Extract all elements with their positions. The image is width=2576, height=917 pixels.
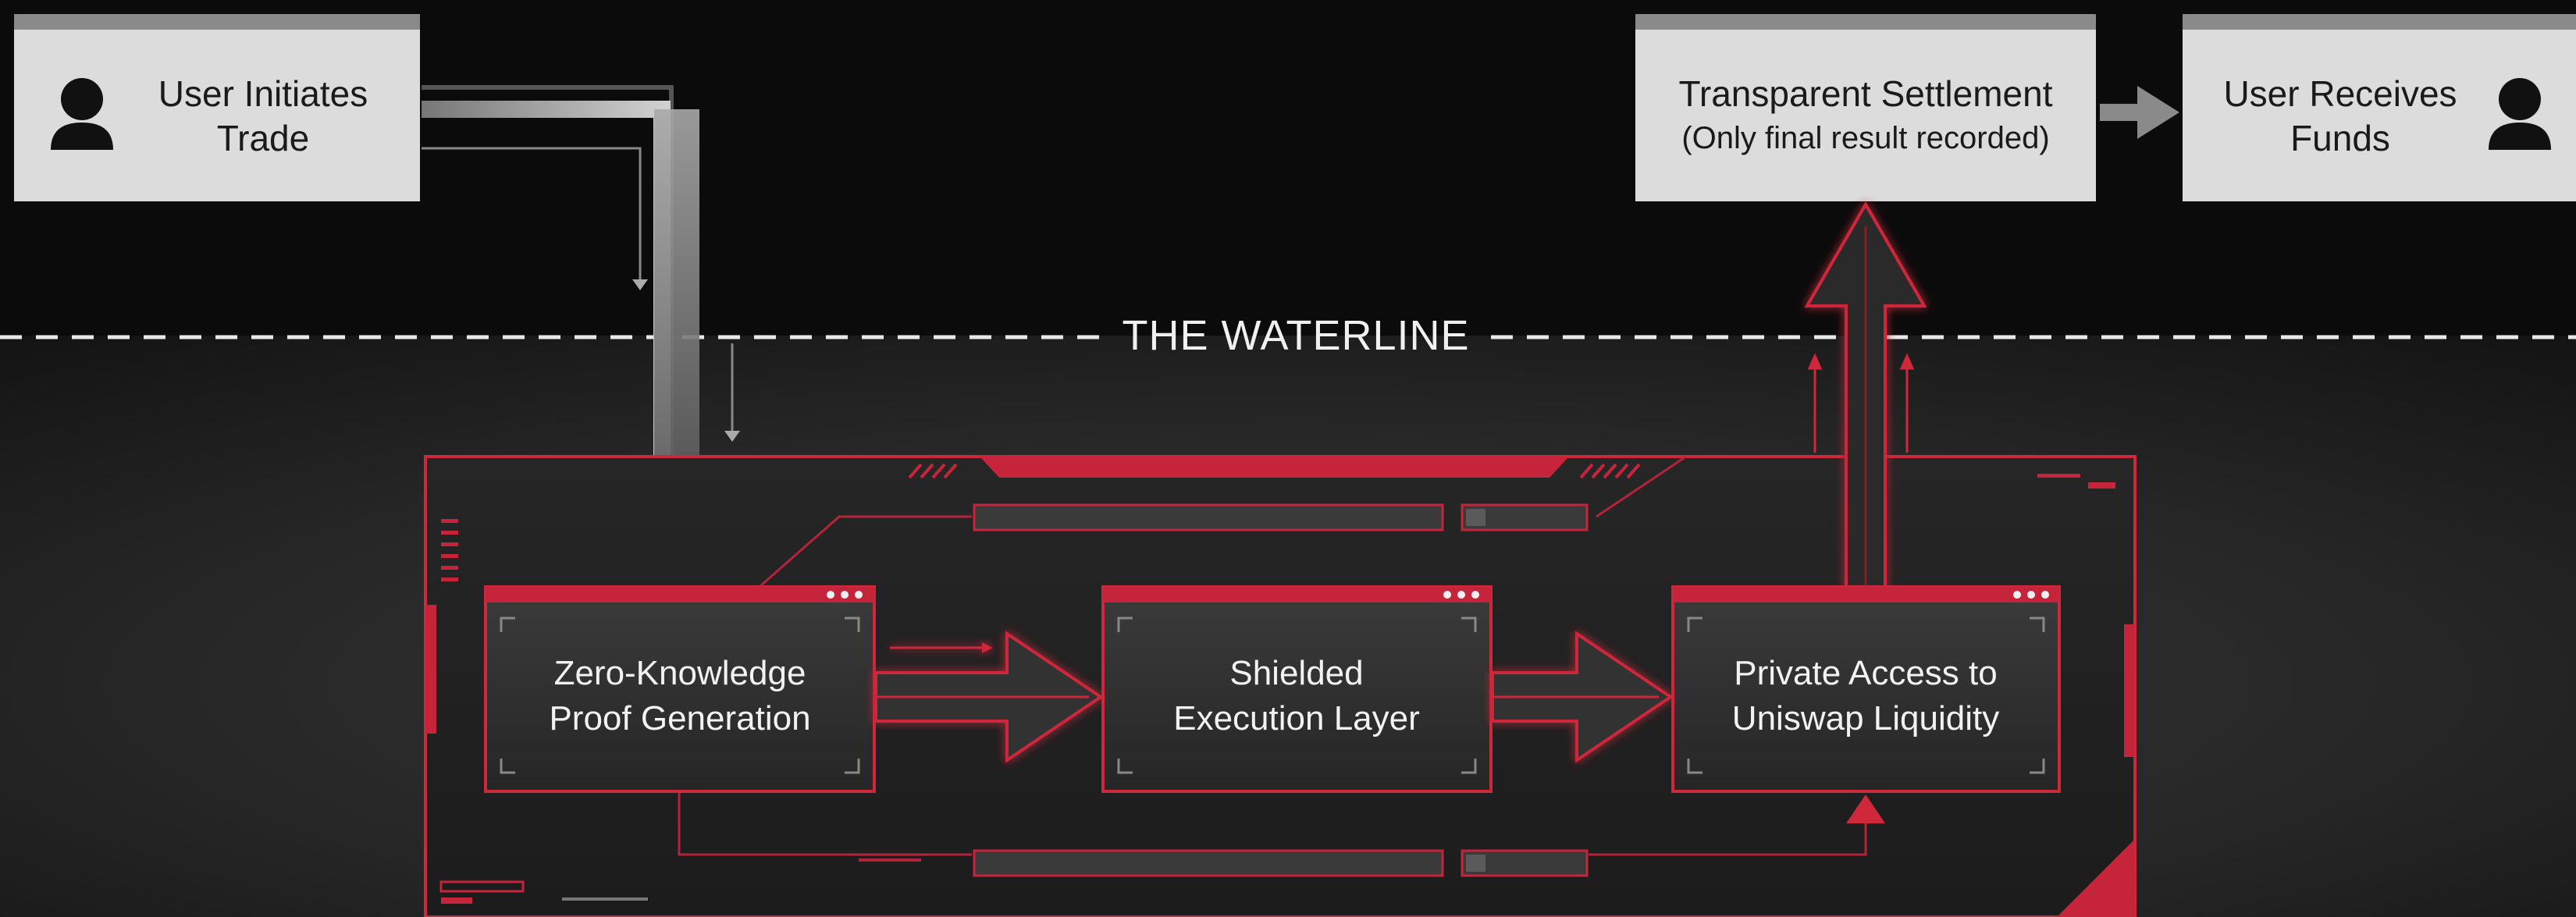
user-initiates-line2: Trade — [217, 118, 309, 158]
user-receives-funds-box: User Receives Funds — [2183, 14, 2576, 201]
private-access-uniswap-box: Private Access to Uniswap Liquidity — [1671, 585, 2061, 793]
panel-top-right-marks — [2037, 474, 2115, 489]
user-receives-line2: Funds — [2290, 118, 2390, 158]
waterline-label: THE WATERLINE — [1122, 312, 1469, 359]
settlement-ascent-arrow — [1804, 201, 1927, 588]
zk-proof-line2: Proof Generation — [549, 699, 810, 738]
small-up-arrows — [1807, 353, 1915, 453]
panel-top-accent — [980, 457, 1569, 478]
settlement-to-receives-arrow — [2100, 86, 2179, 139]
user-initiates-line1: User Initiates — [158, 73, 368, 114]
panel-right-edge-accent — [2124, 624, 2135, 757]
waterline: THE WATERLINE — [0, 312, 2576, 359]
upper-region-background — [0, 0, 2576, 336]
bottom-up-arrowhead — [1846, 794, 1885, 823]
shielded-execution-line2: Execution Layer — [1173, 699, 1420, 738]
user-icon — [51, 78, 113, 150]
panel-corner-accent — [2057, 839, 2135, 917]
private-access-line1: Private Access to — [1734, 654, 1997, 692]
panel-top-bars — [973, 503, 1589, 531]
user-initiates-trade-box: User Initiates Trade — [14, 14, 420, 201]
panel-top-hatch-right — [1579, 463, 1641, 479]
transparent-settlement-line1: Transparent Settlement — [1679, 73, 2053, 114]
zk-proof-generation-box: Zero-Knowledge Proof Generation — [484, 585, 876, 793]
shielded-execution-line1: Shielded — [1229, 654, 1363, 692]
panel-bottom-left-marks — [439, 858, 921, 904]
panel-top-hatch-left — [908, 463, 958, 479]
execution-to-private-access-arrow — [1491, 631, 1674, 763]
panel-circuit-lines — [678, 455, 1867, 856]
user-receives-line1: User Receives — [2223, 73, 2457, 114]
transparent-settlement-box: Transparent Settlement (Only final resul… — [1635, 14, 2096, 201]
zk-proof-line1: Zero-Knowledge — [554, 654, 806, 692]
transparent-settlement-line2: (Only final result recorded) — [1681, 121, 2049, 155]
zk-to-execution-arrow — [874, 631, 1104, 763]
shielded-execution-layer-box: Shielded Execution Layer — [1101, 585, 1493, 793]
private-access-line2: Uniswap Liquidity — [1732, 699, 1999, 738]
panel-left-tick-marks — [441, 519, 458, 581]
panel-bottom-bars — [973, 849, 1589, 877]
user-icon — [2489, 78, 2551, 150]
panel-left-edge-accent — [425, 605, 436, 734]
